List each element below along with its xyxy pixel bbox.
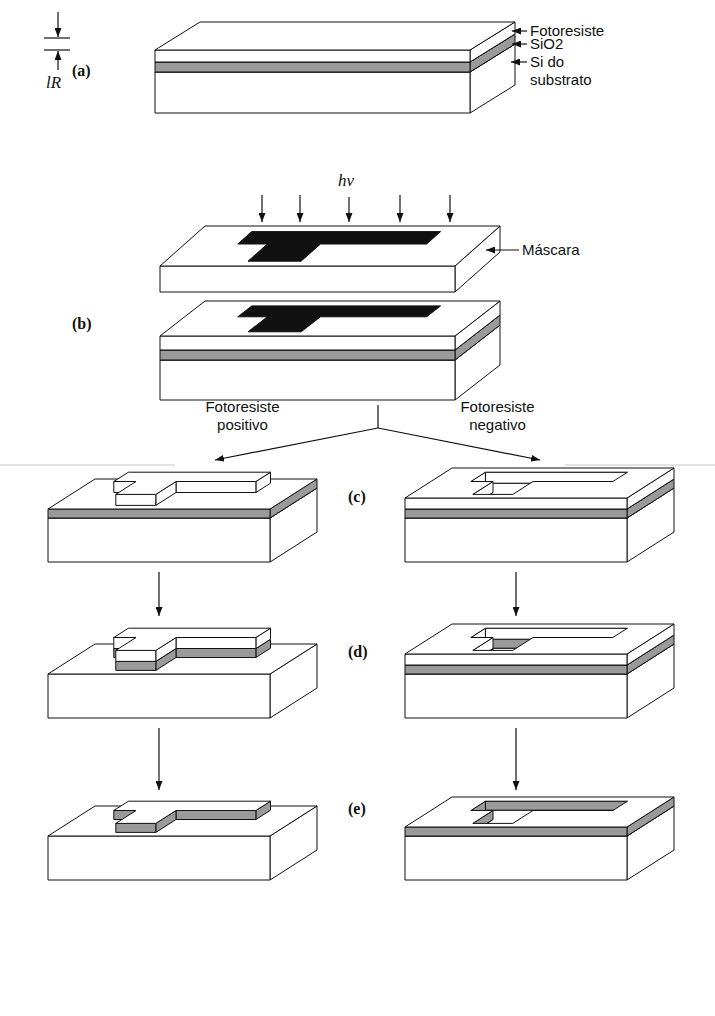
layer-face	[116, 650, 156, 661]
layer-face	[405, 509, 627, 518]
layer-face	[160, 336, 455, 350]
panel-letter: (c)	[348, 488, 366, 506]
opening-rim	[471, 472, 628, 494]
layer-face	[405, 797, 674, 827]
layer-face	[48, 518, 270, 562]
layer-face	[238, 306, 441, 332]
layer-face	[405, 836, 627, 880]
layer-face	[485, 801, 627, 810]
layer-face	[405, 518, 627, 562]
thickness-symbol: lR	[46, 74, 61, 92]
scan-edge	[0, 465, 715, 466]
layer-face	[48, 674, 270, 718]
layer-label: SiO2	[530, 35, 563, 53]
layer-face	[471, 648, 628, 670]
layer-face	[155, 50, 470, 62]
branch-label: Fotoresiste negativo	[450, 398, 545, 434]
opening-rim	[471, 801, 628, 823]
layer-face	[155, 72, 470, 113]
etched-opening	[471, 472, 628, 505]
layer-face	[405, 624, 674, 654]
layer-face	[160, 301, 500, 336]
layer-face	[473, 482, 493, 506]
layer-face	[473, 649, 493, 671]
layer-face	[471, 810, 628, 832]
layer-face	[116, 823, 156, 832]
layer-face	[48, 509, 270, 518]
panel-letter: (b)	[72, 315, 92, 333]
part-label: Máscara	[522, 241, 580, 259]
layer-face	[114, 628, 271, 650]
layer-face	[405, 468, 674, 498]
layer-face	[238, 232, 441, 262]
panel-letter: (a)	[72, 62, 91, 80]
layer-face	[116, 661, 156, 670]
layer-face	[405, 654, 627, 665]
layer-face	[473, 638, 493, 662]
layer-face	[160, 350, 455, 360]
panel-letter: (d)	[348, 643, 368, 661]
opening-rim	[471, 628, 628, 650]
layer-face	[160, 360, 455, 400]
etched-opening	[471, 801, 628, 832]
wafer-blocks	[48, 22, 674, 880]
layer-face	[155, 22, 515, 50]
layer-face	[176, 811, 256, 820]
etched-opening	[471, 628, 628, 670]
layer-face	[160, 226, 500, 266]
layer-face	[116, 494, 156, 505]
layer-face	[176, 482, 256, 493]
layer-face	[405, 665, 627, 674]
panel-letter: (e)	[348, 800, 366, 818]
layer-label: Si do substrato	[530, 53, 612, 89]
layer-face	[48, 479, 317, 509]
layer-face	[176, 638, 256, 649]
layer-face	[405, 498, 627, 509]
branch-label: Fotoresiste positivo	[195, 398, 290, 434]
layer-face	[155, 62, 470, 72]
layer-face	[160, 266, 455, 292]
layer-face	[114, 801, 271, 823]
layer-face	[114, 472, 271, 494]
layer-face	[176, 649, 256, 658]
layer-face	[48, 836, 270, 880]
layer-face	[485, 639, 627, 648]
light-symbol: hν	[338, 172, 354, 190]
layer-face	[405, 674, 627, 718]
layer-face	[405, 827, 627, 836]
